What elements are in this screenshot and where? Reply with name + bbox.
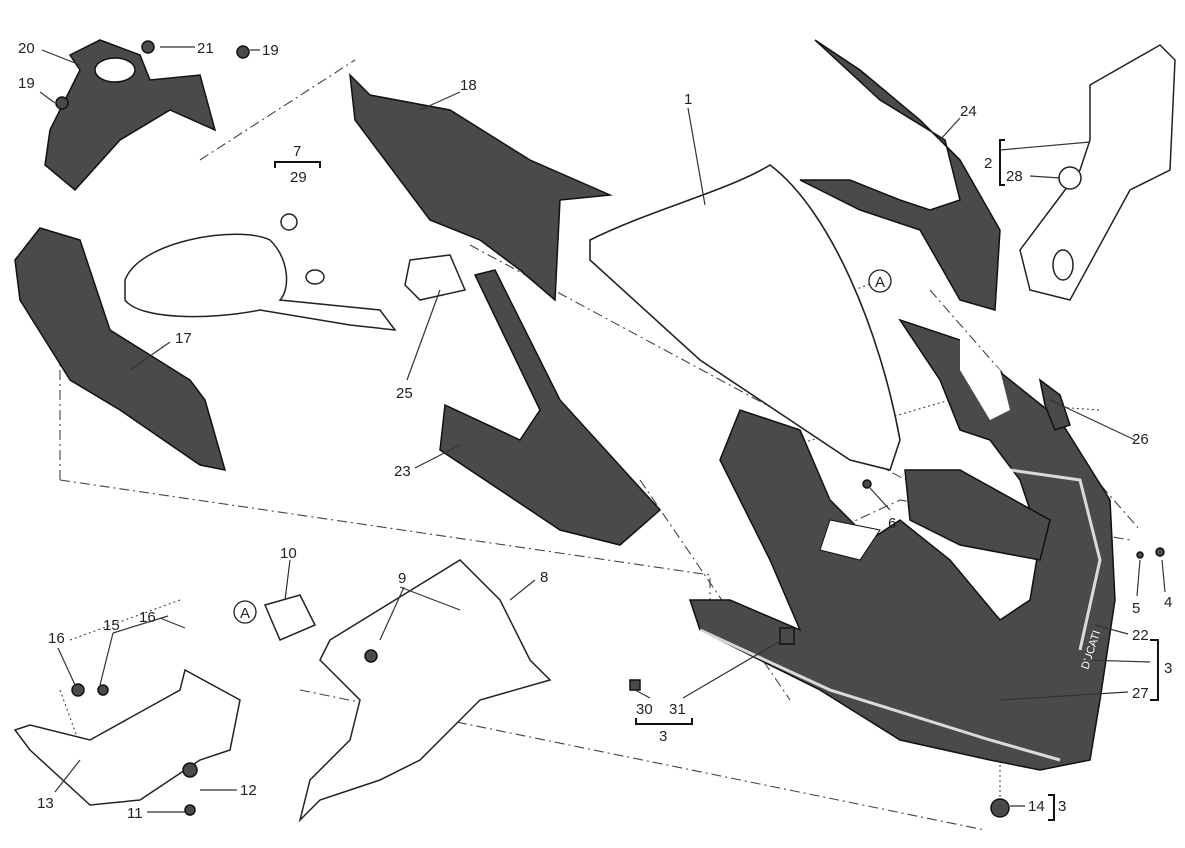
part-inner-duct — [904, 469, 1051, 561]
callout-4: 4 — [1164, 594, 1172, 611]
callout-21: 21 — [197, 40, 214, 57]
callout-12: 12 — [240, 782, 257, 799]
callout-26: 26 — [1132, 431, 1149, 448]
part-20-upper-bracket — [44, 39, 217, 192]
callout-19: 19 — [18, 75, 35, 92]
callout-14: 14 — [1028, 798, 1045, 815]
bracket-14 — [1048, 794, 1055, 821]
part-25-mirror-mount — [404, 254, 467, 301]
callout-labels: 20 21 19 19 18 1 24 2 28 7 29 17 25 23 2… — [18, 40, 1172, 822]
callout-8: 8 — [540, 569, 548, 586]
callout-3: 3 — [659, 728, 667, 745]
callout-11: 11 — [127, 805, 143, 822]
callout-29: 29 — [290, 169, 307, 186]
bracket-7 — [274, 161, 321, 168]
callout-25: 25 — [396, 385, 413, 402]
callout-23: 23 — [394, 463, 411, 480]
callout-3: 3 — [1164, 660, 1172, 677]
part-26-bracket — [1038, 378, 1071, 431]
callout-10: 10 — [280, 545, 297, 562]
callout-9: 9 — [398, 570, 406, 587]
svg-text:A: A — [240, 605, 250, 622]
callout-24: 24 — [960, 103, 977, 120]
callout-19: 19 — [262, 42, 279, 59]
bracket-3-right — [1150, 639, 1159, 701]
reference-mark-a: A A — [233, 269, 892, 624]
callout-22: 22 — [1132, 627, 1149, 644]
callout-1: 1 — [684, 91, 692, 108]
part-frame-subframe — [298, 559, 552, 823]
callout-13: 13 — [37, 795, 54, 812]
part-3-front-fairing: DUCATI — [688, 318, 1116, 771]
callout-3: 3 — [1058, 798, 1066, 815]
small-fasteners — [55, 40, 1165, 818]
callout-18: 18 — [460, 77, 477, 94]
leader-lines — [39, 46, 1166, 821]
svg-text:A: A — [875, 274, 885, 291]
part-18-inner-panel — [349, 72, 613, 302]
callout-20: 20 — [18, 40, 35, 57]
part-1-windscreen — [589, 164, 901, 471]
part-2-right-mirror — [1019, 44, 1176, 301]
part-23-lower-side-panel — [439, 269, 662, 546]
callout-5: 5 — [1132, 600, 1140, 617]
bracket-30-31 — [635, 718, 693, 725]
part-13-lower-bracket — [13, 668, 241, 806]
part-10-plate — [263, 594, 317, 641]
callout-15: 15 — [103, 617, 120, 634]
callout-6: 6 — [888, 515, 896, 532]
callout-16: 16 — [139, 609, 156, 626]
callout-2: 2 — [984, 155, 992, 172]
callout-31: 31 — [669, 701, 686, 718]
callout-28: 28 — [1006, 168, 1023, 185]
callout-30: 30 — [636, 701, 653, 718]
callout-16: 16 — [48, 630, 65, 647]
part-7-mirror — [124, 233, 397, 331]
part-17-side-panel — [14, 227, 227, 471]
callout-7: 7 — [293, 143, 301, 160]
callout-27: 27 — [1132, 685, 1149, 702]
part-24-nose-trim — [799, 39, 1001, 311]
callout-17: 17 — [175, 330, 192, 347]
bracket-2 — [999, 139, 1005, 186]
